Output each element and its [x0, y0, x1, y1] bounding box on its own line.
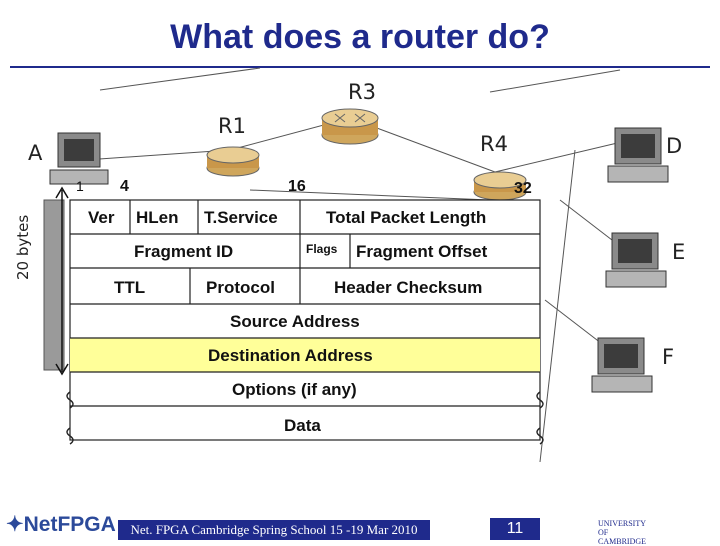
- footer-event-label: Net. FPGA Cambridge Spring School 15 -19…: [118, 520, 430, 540]
- field-options: Options (if any): [232, 380, 357, 399]
- computer-edge-icon: [43, 199, 65, 371]
- netfpga-logo-icon: ✦: [6, 513, 24, 536]
- field-source-address: Source Address: [230, 312, 360, 331]
- bit-position-32: 32: [514, 180, 532, 197]
- title-divider: [10, 66, 710, 68]
- field-ver: Ver: [88, 208, 115, 227]
- field-fragment-offset: Fragment Offset: [356, 242, 488, 261]
- computer-f-icon: [591, 337, 653, 393]
- node-d-label: D: [666, 134, 683, 158]
- bit-position-1: 1: [76, 178, 84, 194]
- field-header-checksum: Header Checksum: [334, 278, 483, 297]
- field-hlen: HLen: [136, 208, 179, 227]
- field-total-length: Total Packet Length: [326, 208, 487, 227]
- field-destination-address: Destination Address: [208, 346, 373, 365]
- computer-d-icon: [607, 127, 669, 183]
- header-size-label: 20 bytes: [14, 214, 32, 280]
- university-logo: UNIVERSITY OF CAMBRIDGE: [598, 519, 647, 546]
- node-a-label: A: [28, 141, 43, 165]
- bit-position-4: 4: [120, 178, 129, 195]
- ip-header-table: [55, 186, 544, 445]
- field-data: Data: [284, 416, 321, 435]
- bit-position-16: 16: [288, 178, 306, 195]
- router-r4-icon: [473, 171, 527, 201]
- netfpga-logo: ✦NetFPGA: [6, 513, 116, 536]
- field-fragment-id: Fragment ID: [134, 242, 234, 261]
- router-r3-icon: [321, 108, 379, 145]
- node-f-label: F: [662, 345, 675, 369]
- field-ttl: TTL: [114, 278, 146, 297]
- computer-e-icon: [605, 232, 667, 288]
- node-e-label: E: [672, 240, 686, 264]
- router-r1-icon: [206, 146, 260, 177]
- page-number: 11: [490, 518, 540, 540]
- field-tservice: T.Service: [204, 208, 278, 227]
- node-r3-label: R3: [348, 80, 376, 104]
- field-flags: Flags: [306, 242, 338, 256]
- computer-a-icon: [49, 132, 109, 185]
- page-title: What does a router do?: [170, 18, 550, 56]
- node-r1-label: R1: [218, 114, 246, 138]
- destination-highlight: [70, 338, 540, 372]
- header-size-arrow: [55, 186, 69, 376]
- node-r4-label: R4: [480, 132, 508, 156]
- field-protocol: Protocol: [206, 278, 275, 297]
